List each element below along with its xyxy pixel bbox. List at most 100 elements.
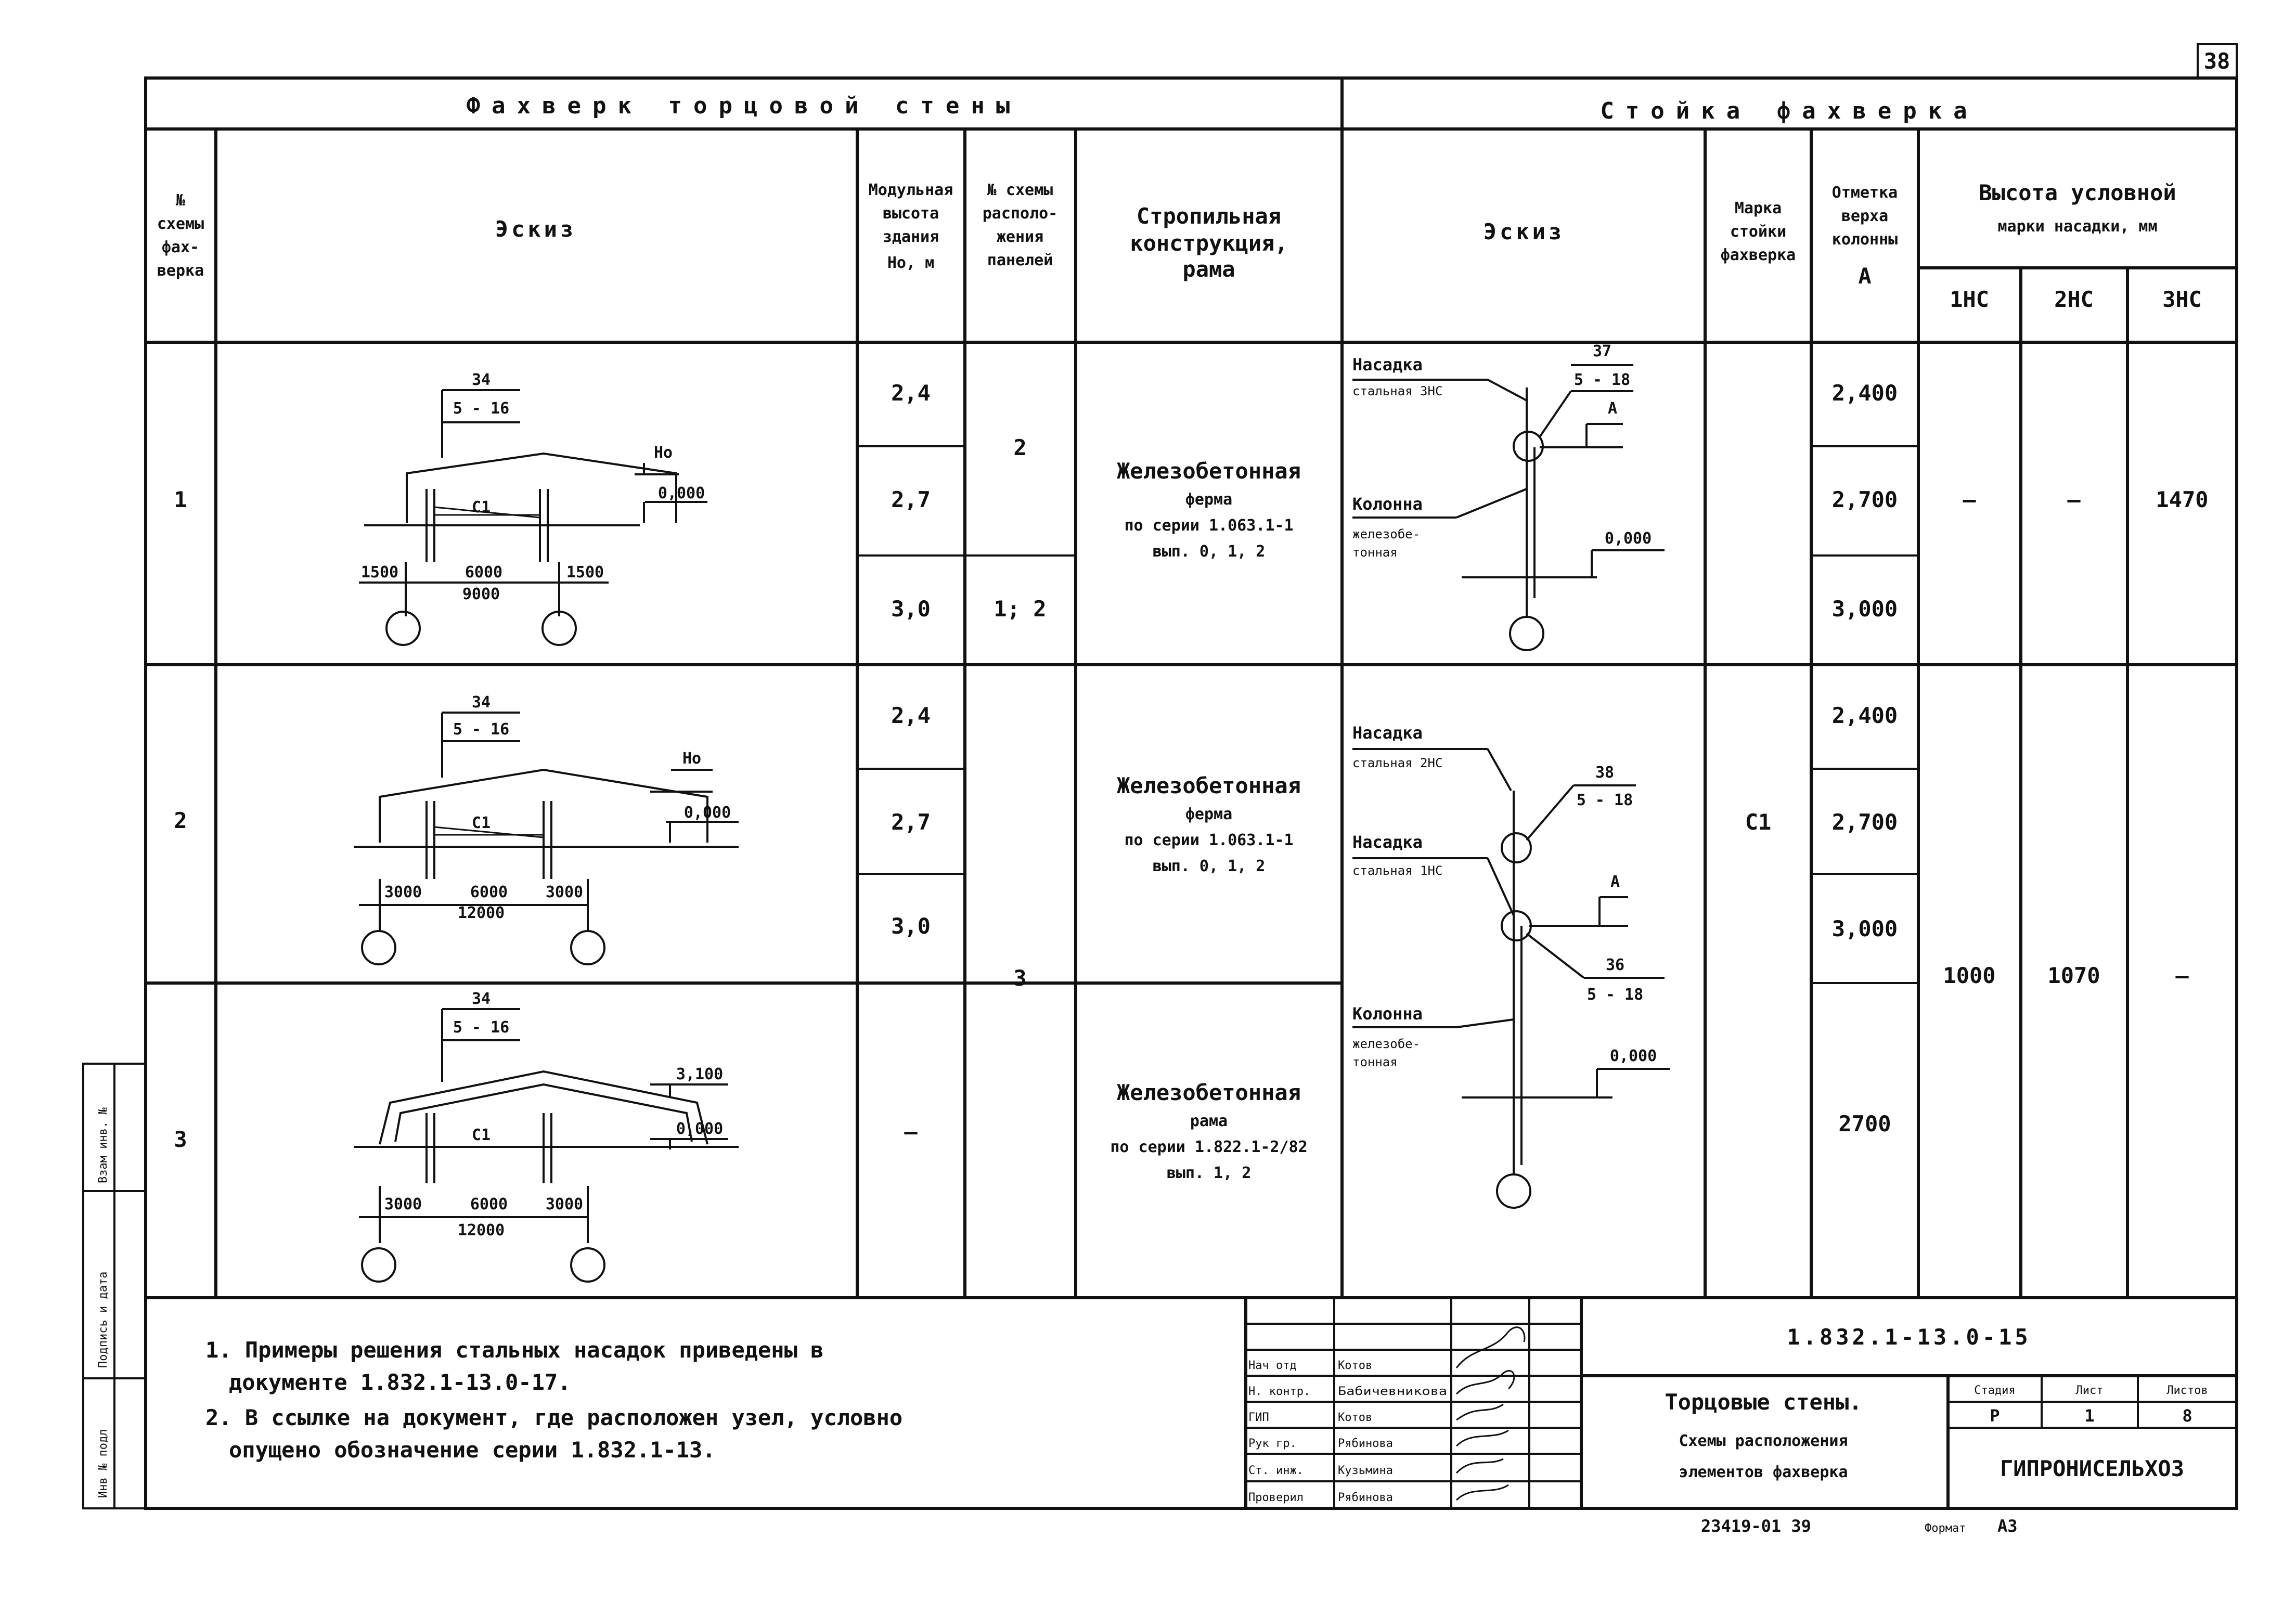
row-1-nozzle-2hc: — bbox=[2067, 487, 2081, 512]
svg-text:1500: 1500 bbox=[566, 563, 604, 582]
post-sketch-1: Насадка стальная 3НС 37 5 - 18 А Колонна… bbox=[1352, 342, 1665, 651]
row-2-top-1: 2,400 bbox=[1832, 703, 1898, 728]
sheet-title-3: элементов фахверка bbox=[1679, 1463, 1848, 1481]
svg-text:стальная 1НС: стальная 1НС bbox=[1352, 863, 1442, 878]
row-2-structure-2: ферма bbox=[1185, 805, 1232, 823]
name-5: Кузьмина bbox=[1338, 1464, 1393, 1477]
svg-text:37: 37 bbox=[1593, 342, 1611, 360]
stage-label: Стадия bbox=[1974, 1384, 2015, 1397]
row-3-height: — bbox=[904, 1119, 918, 1144]
svg-text:С1: С1 bbox=[472, 814, 491, 832]
svg-text:стойки: стойки bbox=[1730, 223, 1786, 241]
svg-text:стальная 3НС: стальная 3НС bbox=[1352, 384, 1442, 398]
svg-text:стальная 2НС: стальная 2НС bbox=[1352, 756, 1442, 770]
role-4: Рук гр. bbox=[1248, 1437, 1297, 1450]
header-right-title: Стойка фахверка bbox=[1600, 98, 1978, 124]
header-roof-structure: Стропильная конструкция, рама bbox=[1130, 203, 1287, 282]
svg-text:5 - 16: 5 - 16 bbox=[453, 1018, 509, 1037]
role-5: Ст. инж. bbox=[1248, 1464, 1304, 1477]
svg-text:3,100: 3,100 bbox=[676, 1065, 723, 1083]
row-1-structure-4: вып. 0, 1, 2 bbox=[1153, 542, 1266, 561]
svg-text:0,000: 0,000 bbox=[684, 804, 731, 822]
table-row: 2 2,4 2,7 3,0 3 Железобетонная ферма по … bbox=[174, 703, 2189, 1136]
page-number: 38 bbox=[2204, 48, 2230, 74]
svg-text:схемы: схемы bbox=[157, 215, 204, 233]
role-3: ГИП bbox=[1248, 1411, 1269, 1424]
row-1-top-3: 3,000 bbox=[1832, 596, 1898, 622]
svg-text:железобе-: железобе- bbox=[1352, 527, 1420, 541]
row-1-structure-1: Железобетонная bbox=[1117, 458, 1301, 484]
svg-text:Инв № подл: Инв № подл bbox=[97, 1429, 110, 1498]
name-1: Котов bbox=[1338, 1359, 1372, 1372]
svg-text:конструкция,: конструкция, bbox=[1130, 230, 1287, 256]
svg-text:С1: С1 bbox=[472, 1126, 491, 1144]
row-3-structure-1: Железобетонная bbox=[1117, 1080, 1301, 1105]
header-nozzle-height: Высота условной марки насадки, мм bbox=[1979, 180, 2176, 236]
row-1-no: 1 bbox=[174, 487, 187, 512]
svg-text:Высота условной: Высота условной bbox=[1979, 180, 2176, 205]
svg-text:жения: жения bbox=[997, 228, 1043, 246]
row-2-top-3: 3,000 bbox=[1832, 916, 1898, 941]
svg-text:38: 38 bbox=[1595, 764, 1614, 782]
svg-text:0,000: 0,000 bbox=[658, 484, 705, 502]
format-value: А3 bbox=[1997, 1516, 2018, 1536]
svg-text:А: А bbox=[1858, 263, 1871, 289]
row-2-structure-4: вып. 0, 1, 2 bbox=[1153, 857, 1266, 875]
svg-text:2. В ссылке на документ, где р: 2. В ссылке на документ, где расположен … bbox=[205, 1405, 902, 1430]
row-1-height-1: 2,4 bbox=[891, 380, 931, 406]
svg-text:34: 34 bbox=[472, 371, 491, 389]
sheets-value: 8 bbox=[2182, 1406, 2192, 1426]
row-3-structure-3: по серии 1.822.1-2/82 bbox=[1110, 1138, 1307, 1156]
header-left-title: Фахверк торцовой стены bbox=[467, 93, 1022, 119]
svg-text:5 - 16: 5 - 16 bbox=[453, 399, 509, 418]
svg-text:рама: рама bbox=[1182, 256, 1235, 282]
svg-text:располо-: располо- bbox=[983, 204, 1058, 223]
svg-text:А: А bbox=[1610, 873, 1620, 891]
svg-text:Колонна: Колонна bbox=[1352, 494, 1423, 514]
svg-text:0,000: 0,000 bbox=[1605, 529, 1652, 548]
svg-text:здания: здания bbox=[883, 228, 939, 246]
svg-text:Отметка: Отметка bbox=[1832, 184, 1898, 202]
row-2-panel: 3 bbox=[1013, 965, 1026, 991]
row-1-nozzle-3hc: 1470 bbox=[2156, 487, 2208, 512]
row-1-height-2: 2,7 bbox=[891, 487, 931, 512]
svg-text:Модульная: Модульная bbox=[869, 181, 953, 199]
header-modular-height: Модульная высота здания Hо, м bbox=[869, 181, 953, 272]
sheet-frame bbox=[144, 43, 2238, 1510]
row-1-panel-1: 2 bbox=[1013, 435, 1026, 460]
row-1-frame-sketch: 34 5 - 16 С1 Hо 0,000 1500 6000 1500 900… bbox=[359, 371, 707, 646]
header-nozzle-2hc: 2НС bbox=[2054, 287, 2094, 312]
row-2-height-2: 2,7 bbox=[891, 809, 931, 835]
sheet-value: 1 bbox=[2084, 1406, 2094, 1426]
row-3-structure-4: вып. 1, 2 bbox=[1167, 1164, 1252, 1182]
svg-text:3000: 3000 bbox=[546, 883, 583, 901]
svg-text:Стропильная: Стропильная bbox=[1137, 203, 1281, 229]
sheet-label: Лист bbox=[2076, 1384, 2104, 1397]
name-6: Рябинова bbox=[1338, 1491, 1393, 1504]
doc-code: 1.832.1-13.0-15 bbox=[1787, 1324, 2031, 1350]
svg-text:Колонна: Колонна bbox=[1352, 1004, 1423, 1024]
role-2: Н. контр. bbox=[1248, 1385, 1310, 1398]
svg-text:34: 34 bbox=[472, 693, 491, 712]
header-panel-scheme: № схемы располо- жения панелей bbox=[983, 181, 1058, 269]
svg-text:0,000: 0,000 bbox=[1610, 1047, 1657, 1065]
sheet-title-1: Торцовые стены. bbox=[1665, 1389, 1862, 1415]
svg-text:фах-: фах- bbox=[162, 238, 199, 256]
svg-text:панелей: панелей bbox=[987, 251, 1053, 269]
svg-text:12000: 12000 bbox=[458, 904, 505, 922]
row-2-frame-sketch: 34 5 - 16 С1 Hо 0,000 3000 6000 3000 120… bbox=[354, 693, 739, 965]
svg-text:1500: 1500 bbox=[361, 563, 398, 582]
svg-text:железобе-: железобе- bbox=[1352, 1037, 1420, 1051]
svg-text:колонны: колонны bbox=[1832, 230, 1898, 249]
organization: ГИПРОНИСЕЛЬХОЗ bbox=[2000, 1456, 2184, 1481]
svg-text:6000: 6000 bbox=[470, 1195, 508, 1213]
svg-text:5 - 18: 5 - 18 bbox=[1577, 791, 1633, 809]
svg-text:Hо: Hо bbox=[682, 750, 701, 768]
row-3-frame-sketch: 34 5 - 16 С1 3,100 0,000 3000 6000 3000 … bbox=[354, 990, 739, 1283]
header-post-mark: Марка стойки фахверка bbox=[1721, 199, 1796, 264]
svg-text:Марка: Марка bbox=[1735, 199, 1782, 217]
svg-text:Hо: Hо bbox=[654, 444, 673, 462]
row-2-top-4: 2700 bbox=[1838, 1111, 1891, 1136]
svg-text:опущено обозначение серии 1.83: опущено обозначение серии 1.832.1-13. bbox=[229, 1437, 716, 1463]
